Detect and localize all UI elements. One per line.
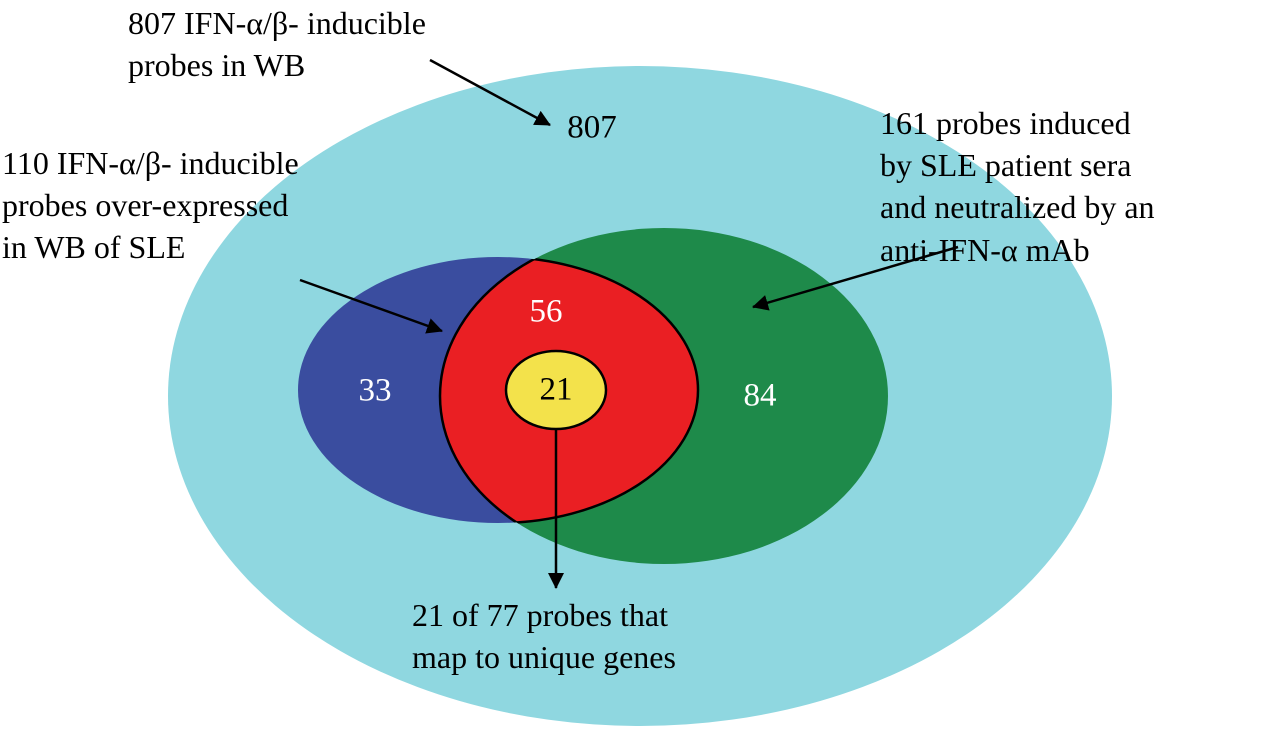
intersection-fill (440, 257, 698, 523)
count-right-only: 84 (743, 377, 777, 414)
arrow-right-label-icon (752, 245, 959, 311)
count-inner-subset: 21 (539, 371, 573, 408)
count-outer-total: 807 (567, 109, 617, 146)
arrow-left-label-icon (299, 278, 443, 334)
intersection-outline-left (438, 257, 698, 523)
label-bottom-inner-subset: 21 of 77 probes that map to unique genes (412, 597, 676, 676)
arrow-top-label-icon (429, 58, 551, 127)
label-top-outer-set: 807 IFN-α/β- inducible probes in WB (128, 5, 426, 84)
count-left-only: 33 (358, 372, 392, 409)
count-intersection-top: 56 (529, 293, 563, 330)
label-left-set: 110 IFN-α/β- inducible probes over-expre… (2, 145, 299, 266)
intersection-region (440, 257, 698, 523)
label-right-set: 161 probes induced by SLE patient sera a… (880, 105, 1155, 268)
